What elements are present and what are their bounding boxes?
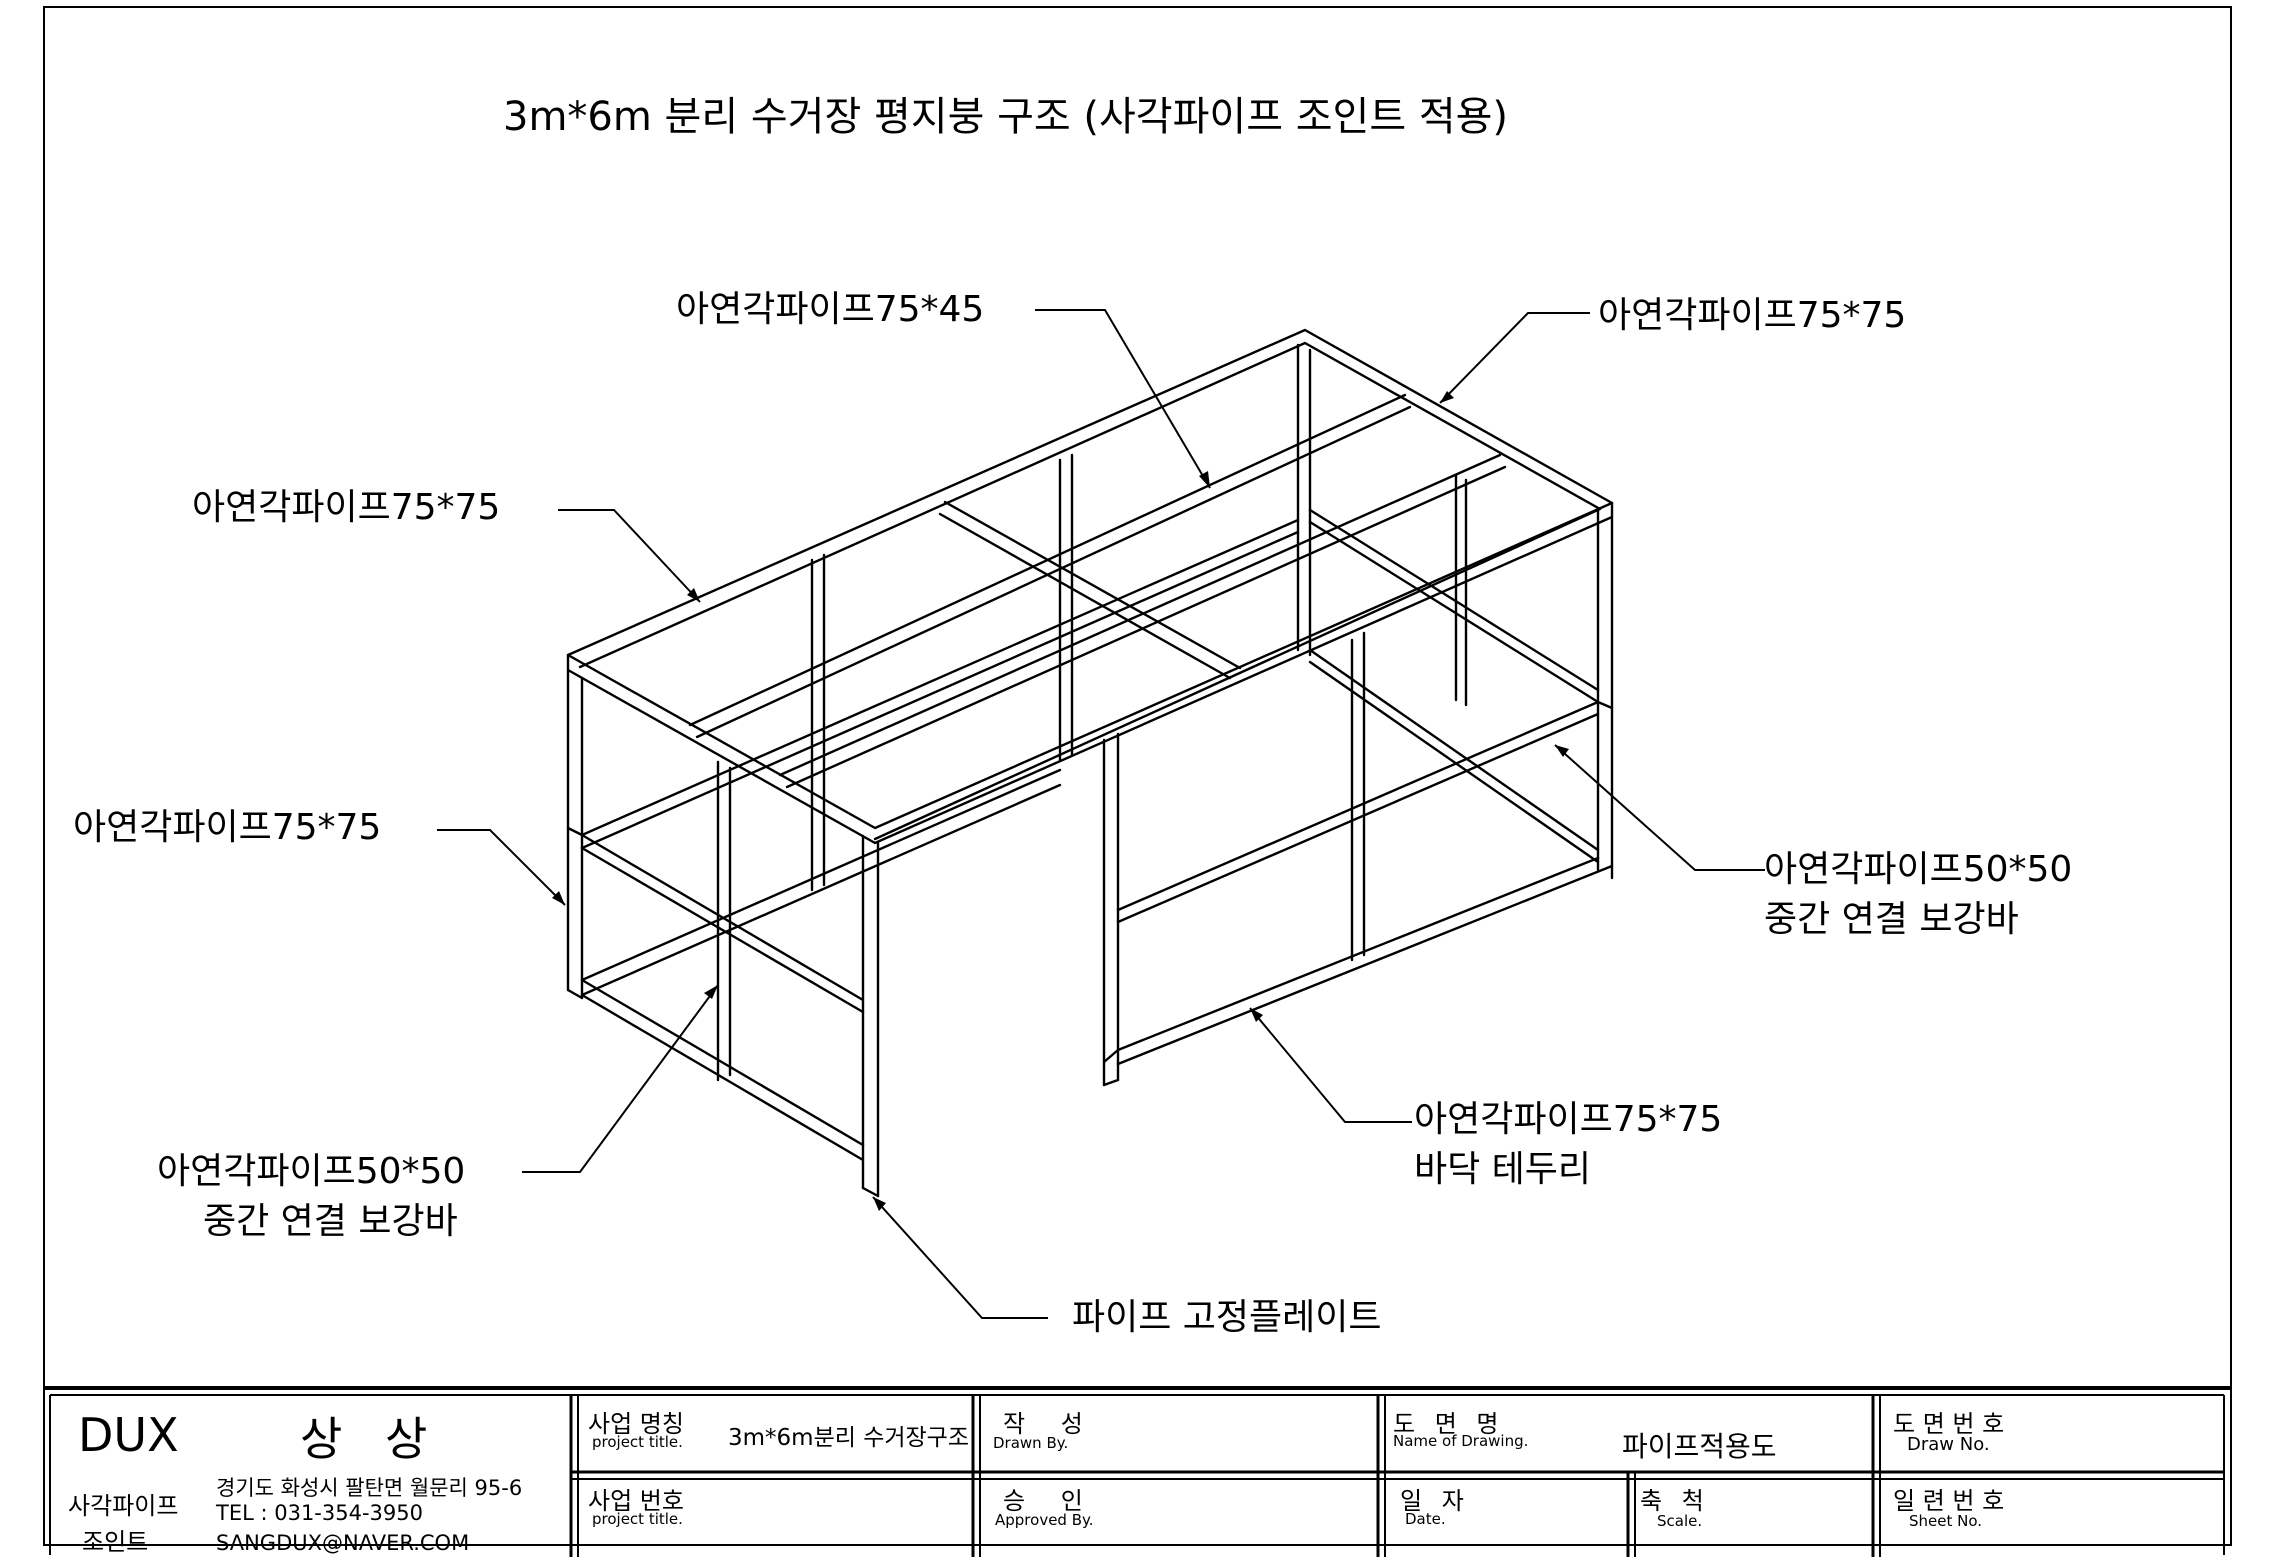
post-door-left bbox=[1102, 732, 1120, 1087]
callout-roof-left-beam: 아연각파이프75*75 bbox=[192, 487, 501, 528]
project-name-label-en: project title. bbox=[592, 1433, 683, 1451]
brace-back-wall bbox=[580, 518, 1300, 997]
callout-bottom-frame-desc: 바닥 테두리 bbox=[1414, 1149, 1592, 1190]
roof-purlins bbox=[688, 393, 1507, 789]
pipe-frame-structure bbox=[566, 328, 1614, 1198]
post-front-left bbox=[566, 668, 584, 1000]
project-name-label-ko: 사업 명칭 bbox=[588, 1410, 684, 1438]
callout-left-brace-spec: 아연각파이프50*50 bbox=[157, 1151, 466, 1192]
brace-front-right bbox=[1116, 700, 1614, 924]
sheet-no-label-ko: 일 련 번 호 bbox=[1893, 1487, 2005, 1515]
callout-roof-purlin: 아연각파이프75*45 bbox=[676, 289, 985, 330]
drawing-no-label-ko: 도 면 번 호 bbox=[1893, 1410, 2005, 1438]
company-sub-line1: 사각파이프 bbox=[68, 1492, 179, 1520]
drawn-by-label-en: Drawn By. bbox=[993, 1434, 1069, 1452]
callout-roof-right-beam: 아연각파이프75*75 bbox=[1598, 295, 1907, 336]
company-email: SANGDUX@NAVER.COM bbox=[216, 1531, 470, 1555]
callout-left-brace-desc: 중간 연결 보강바 bbox=[203, 1201, 458, 1242]
approved-by-label-ko: 승 인 bbox=[1003, 1487, 1097, 1515]
callout-base-plate: 파이프 고정플레이트 bbox=[1072, 1297, 1382, 1338]
company-address: 경기도 화성시 팔탄면 월문리 95-6 bbox=[216, 1476, 523, 1500]
drawing-no-label-en: Draw No. bbox=[1907, 1434, 1990, 1455]
date-label-ko: 일 자 bbox=[1400, 1487, 1470, 1515]
post-back-middle bbox=[1058, 453, 1074, 762]
project-name-value: 3m*6m분리 수거장구조 bbox=[728, 1425, 970, 1451]
callout-right-brace-spec: 아연각파이프50*50 bbox=[1764, 849, 2073, 890]
company-tel: TEL : 031-354-3950 bbox=[216, 1501, 423, 1525]
callout-bottom-frame-spec: 아연각파이프75*75 bbox=[1414, 1099, 1723, 1140]
title-block-grid bbox=[44, 1386, 2231, 1557]
drawing-name-label-ko: 도 면 명 bbox=[1393, 1410, 1505, 1438]
brace-left-end bbox=[566, 826, 865, 1014]
company-name: 상 상 bbox=[300, 1412, 442, 1466]
leader-arrowheads bbox=[552, 391, 1569, 1211]
scale-label-ko: 축 척 bbox=[1640, 1487, 1710, 1515]
post-back-corner bbox=[1296, 343, 1312, 657]
leader-lines bbox=[437, 309, 1765, 1319]
leader-roof-left-beam bbox=[558, 509, 701, 603]
scale-label-en: Scale. bbox=[1657, 1512, 1703, 1530]
bottom-left-end bbox=[580, 978, 865, 1162]
bottom-front-right bbox=[1102, 856, 1614, 1066]
date-label-en: Date. bbox=[1405, 1510, 1446, 1528]
approved-by-label-en: Approved By. bbox=[995, 1511, 1094, 1529]
callout-corner-post: 아연각파이프75*75 bbox=[73, 807, 382, 848]
project-no-label-en: project title. bbox=[592, 1510, 683, 1528]
sheet-border bbox=[43, 6, 2232, 1546]
drawing-name-value: 파이프적용도 bbox=[1622, 1430, 1777, 1463]
company-sub-line2: 조인트 bbox=[82, 1528, 149, 1556]
post-back-left bbox=[810, 553, 826, 892]
sheet-no-label-en: Sheet No. bbox=[1909, 1512, 1983, 1530]
brace-right-end bbox=[1308, 508, 1600, 864]
leader-corner-post bbox=[437, 829, 566, 906]
callout-right-brace-desc: 중간 연결 보강바 bbox=[1764, 899, 2019, 940]
post-rear-right bbox=[1596, 508, 1614, 880]
leader-roof-right-beam bbox=[1439, 312, 1590, 404]
project-no-label-ko: 사업 번호 bbox=[588, 1487, 684, 1515]
company-logo: DUX bbox=[78, 1408, 179, 1462]
leader-bottom-frame bbox=[1249, 1007, 1412, 1123]
post-right-back-middle bbox=[1454, 473, 1468, 707]
leader-right-brace bbox=[1554, 744, 1765, 871]
drawing-name-label-en: Name of Drawing. bbox=[1393, 1432, 1529, 1450]
leader-roof-purlin bbox=[1035, 309, 1211, 489]
leader-base-plate bbox=[872, 1196, 1048, 1319]
drawn-by-label-ko: 작 성 bbox=[1003, 1410, 1097, 1438]
post-front-right bbox=[861, 834, 880, 1198]
roof-perimeter bbox=[566, 328, 1614, 845]
leader-left-brace bbox=[522, 984, 719, 1173]
drawing-title: 3m*6m 분리 수거장 평지붕 구조 (사각파이프 조인트 적용) bbox=[503, 94, 1509, 140]
